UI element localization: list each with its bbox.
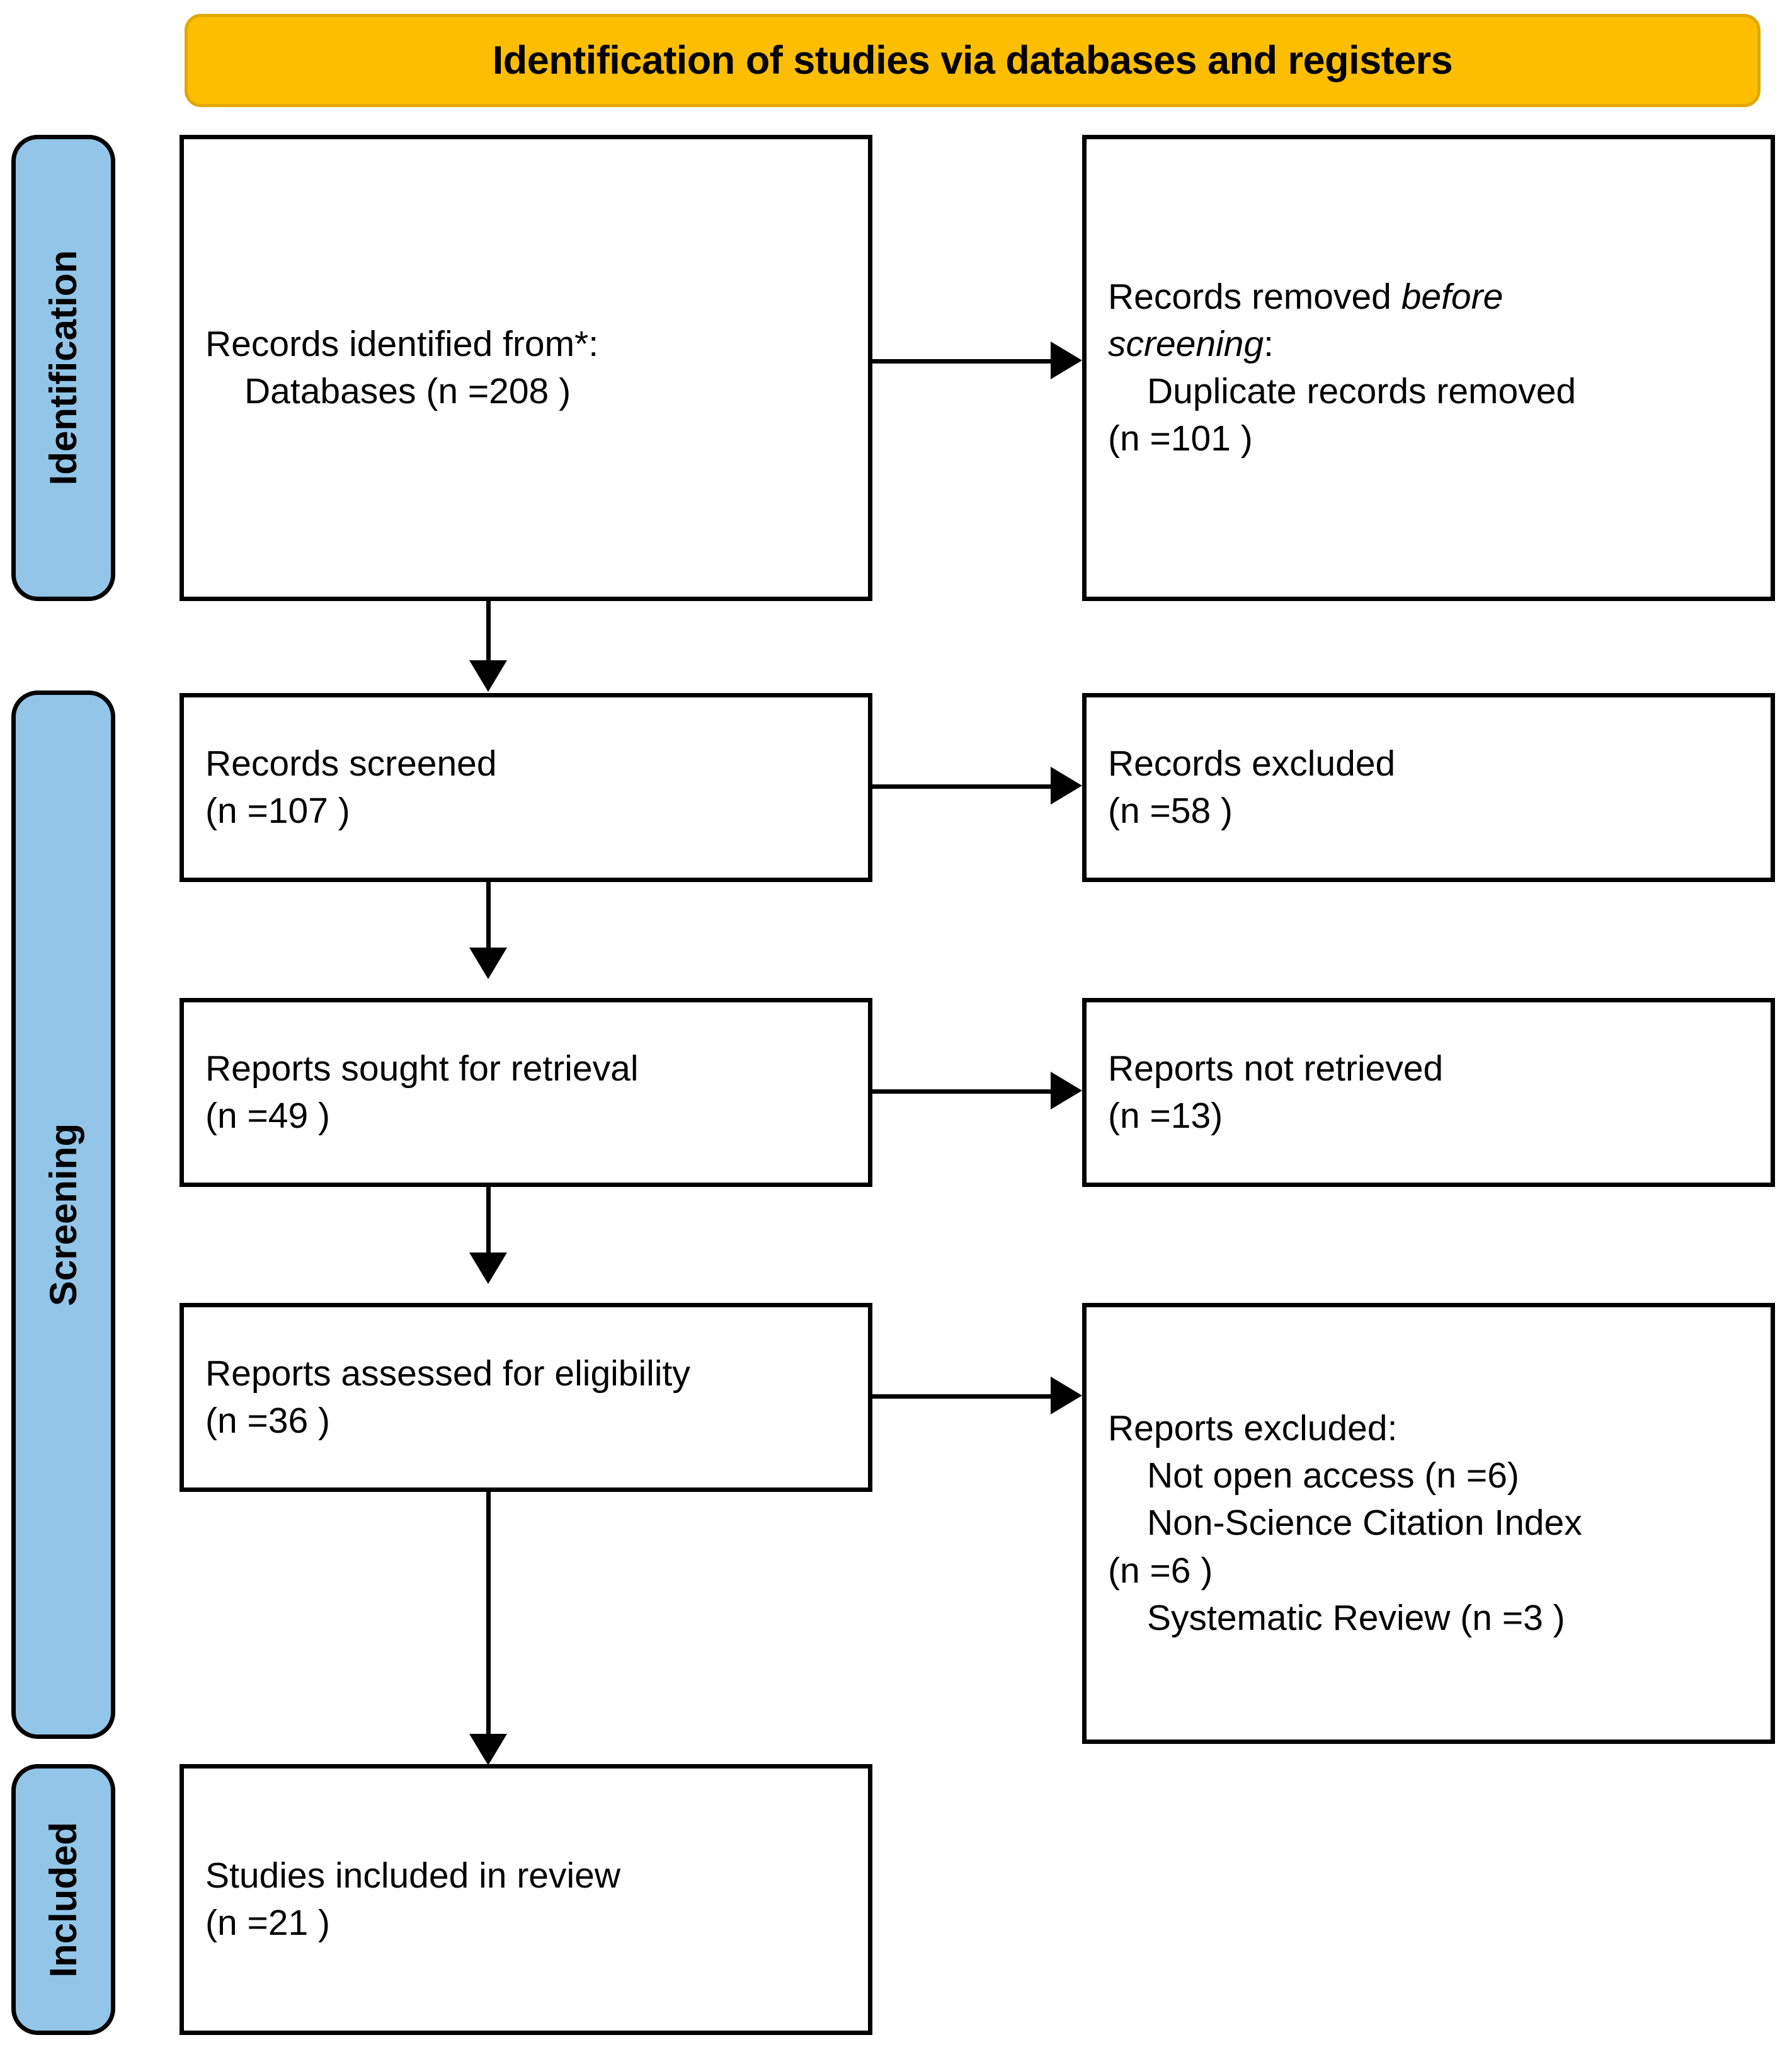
box-studies-included: Studies included in review (n =21 )	[180, 1764, 872, 2035]
studies-included-line-1: Studies included in review	[205, 1855, 621, 1896]
stage-label-screening-text: Screening	[42, 1123, 84, 1307]
reports-not-retrieved-line-2: (n =13)	[1108, 1096, 1223, 1136]
diagram-title-text: Identification of studies via databases …	[492, 38, 1453, 83]
arrow-identified-to-screened	[486, 601, 491, 664]
arrow-screened-to-sought-head	[469, 948, 507, 979]
reports-sought-line-1: Reports sought for retrieval	[205, 1048, 639, 1089]
reports-sought-line-2: (n =49 )	[205, 1096, 331, 1136]
arrow-identified-to-removed-head	[1051, 341, 1082, 379]
reports-not-retrieved-line-1: Reports not retrieved	[1108, 1048, 1444, 1089]
records-identified-line-1: Records identified from*:	[205, 323, 599, 364]
records-screened-line-2: (n =107 )	[205, 791, 350, 831]
box-records-screened: Records screened (n =107 )	[180, 693, 872, 882]
arrow-screened-to-sought	[486, 882, 491, 951]
records-removed-line-3: Duplicate records removed	[1147, 371, 1577, 411]
reports-excluded-reason-1: Not open access (n =6)	[1147, 1455, 1519, 1496]
records-screened-line-1: Records screened	[205, 743, 497, 784]
box-records-excluded: Records excluded (n =58 )	[1082, 693, 1775, 882]
arrow-assessed-to-included-head	[469, 1734, 507, 1765]
arrow-assessed-to-excluded-head	[1051, 1377, 1082, 1414]
records-removed-emphasis-screening: screening	[1108, 323, 1264, 364]
arrow-identified-to-screened-head	[469, 660, 507, 692]
records-removed-colon: :	[1264, 323, 1274, 364]
stage-label-identification-text: Identification	[42, 250, 84, 486]
records-identified-line-2: Databases (n =208 )	[244, 371, 571, 411]
reports-assessed-line-2: (n =36 )	[205, 1401, 331, 1441]
arrow-screened-to-excluded-head	[1051, 767, 1082, 805]
records-excluded-line-1: Records excluded	[1108, 743, 1396, 784]
reports-excluded-reason-3: Systematic Review (n =3 )	[1147, 1597, 1565, 1638]
stage-label-screening: Screening	[11, 691, 115, 1739]
arrow-identified-to-removed	[872, 359, 1054, 364]
arrow-screened-to-excluded	[872, 784, 1054, 789]
stage-label-included-text: Included	[42, 1821, 84, 1978]
arrow-sought-to-not-retrieved-head	[1051, 1072, 1082, 1109]
records-removed-line-2: screening:	[1108, 321, 1749, 368]
box-records-removed: Records removed before screening: Duplic…	[1082, 135, 1775, 601]
diagram-title-banner: Identification of studies via databases …	[185, 14, 1761, 107]
records-removed-emphasis-before: before	[1401, 276, 1504, 317]
box-reports-sought: Reports sought for retrieval (n =49 )	[180, 998, 872, 1187]
box-reports-not-retrieved: Reports not retrieved (n =13)	[1082, 998, 1775, 1187]
box-records-identified: Records identified from*: Databases (n =…	[180, 135, 872, 601]
stage-label-identification: Identification	[11, 135, 115, 601]
reports-assessed-line-1: Reports assessed for eligibility	[205, 1353, 690, 1394]
records-removed-line-4: (n =101 )	[1108, 418, 1253, 459]
records-removed-line-1: Records removed before	[1108, 273, 1749, 321]
reports-excluded-reason-2: Non-Science Citation Index	[1147, 1503, 1582, 1544]
box-reports-excluded: Reports excluded: Not open access (n =6)…	[1082, 1303, 1775, 1744]
stage-label-included: Included	[11, 1764, 115, 2035]
arrow-sought-to-assessed	[486, 1187, 491, 1256]
reports-excluded-reason-2-count: (n =6 )	[1108, 1550, 1213, 1591]
arrow-assessed-to-excluded	[872, 1394, 1054, 1399]
box-reports-assessed: Reports assessed for eligibility (n =36 …	[180, 1303, 872, 1492]
reports-excluded-line-1: Reports excluded:	[1108, 1407, 1398, 1448]
arrow-assessed-to-included	[486, 1492, 491, 1738]
records-excluded-line-2: (n =58 )	[1108, 791, 1233, 831]
records-removed-text-a: Records removed	[1108, 276, 1401, 317]
arrow-sought-to-not-retrieved	[872, 1089, 1054, 1094]
arrow-sought-to-assessed-head	[469, 1252, 507, 1284]
studies-included-line-2: (n =21 )	[205, 1903, 331, 1943]
